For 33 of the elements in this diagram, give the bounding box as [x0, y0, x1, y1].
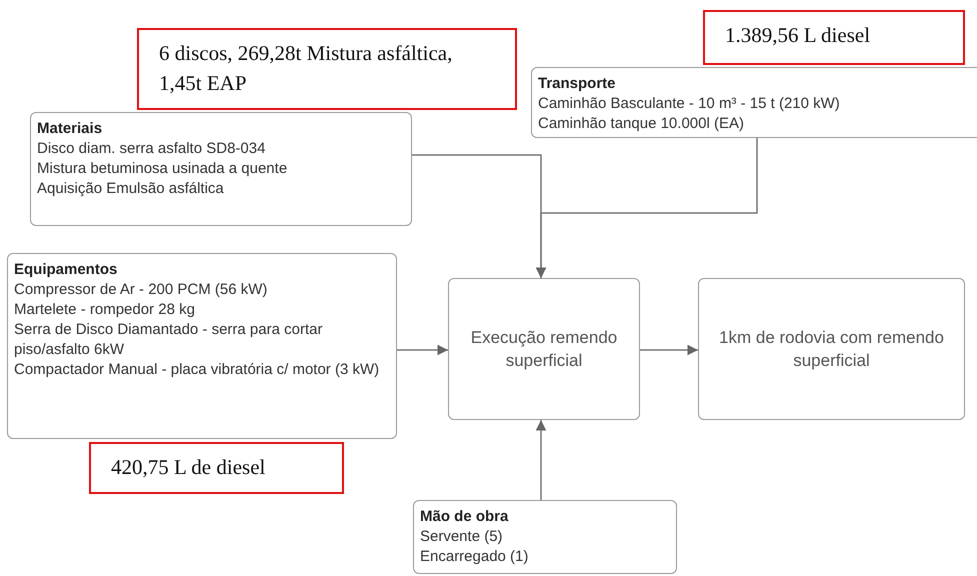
quantity-note-box	[89, 442, 344, 494]
box-label: 1km de rodovia com remendo superficial	[718, 327, 945, 372]
arrow	[397, 344, 448, 356]
box-heading: Transporte	[538, 74, 617, 94]
box-label: Execução remendo superficial	[470, 327, 618, 372]
resource-box	[531, 67, 977, 138]
list-item: Compactador Manual - placa vibratória c/ motor (3 kW)	[14, 360, 380, 380]
box-label: 1.389,56 L diesel	[725, 22, 872, 49]
list-item: Mistura betuminosa usinada a quente	[37, 159, 288, 179]
arrow	[640, 344, 698, 356]
list-item: Aquisição Emulsão asfáltica	[37, 179, 225, 199]
list-item: Caminhão Basculante - 10 m³ - 15 t (210 kW)	[538, 94, 841, 114]
quantity-note-box	[137, 28, 517, 110]
box-heading: Mão de obra	[420, 507, 510, 527]
arrow	[536, 138, 758, 278]
quantity-note-box	[703, 10, 965, 65]
list-item: Disco diam. serra asfalto SD8-034	[37, 139, 266, 159]
list-item: Martelete - rompedor 28 kg	[14, 300, 196, 320]
process-box	[698, 278, 965, 420]
process-box	[448, 278, 640, 420]
resource-box	[413, 500, 677, 574]
list-item: Servente (5)	[420, 527, 504, 547]
arrow	[536, 420, 546, 500]
list-item: Caminhão tanque 10.000l (EA)	[538, 114, 745, 134]
list-item: Serra de Disco Diamantado - serra para cortar piso/asfalto 6kW	[14, 320, 324, 360]
resource-box	[7, 253, 397, 439]
list-item: Compressor de Ar - 200 PCM (56 kW)	[14, 280, 268, 300]
box-label: 420,75 L de diesel	[111, 454, 266, 481]
resource-box	[30, 112, 412, 226]
box-label: 6 discos, 269,28t Mistura asfáltica, 1,45t EAP	[159, 40, 454, 97]
box-heading: Materiais	[37, 119, 104, 139]
box-heading: Equipamentos	[14, 260, 118, 280]
list-item: Encarregado (1)	[420, 547, 530, 567]
